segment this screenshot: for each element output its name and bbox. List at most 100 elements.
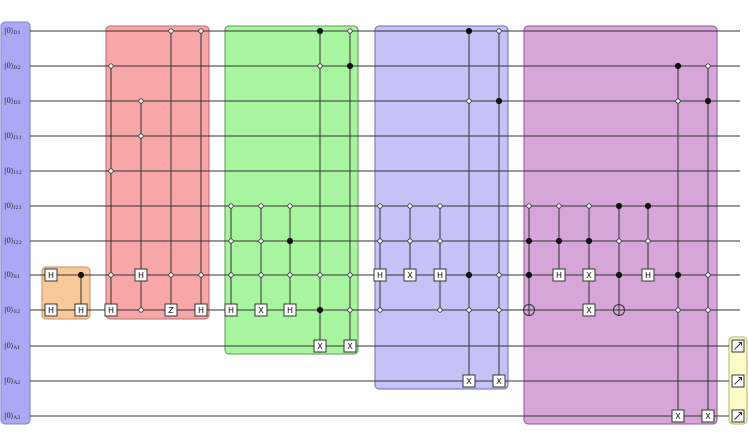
open-control-dot [407,203,413,209]
meter-arrowhead [738,377,742,381]
gate-box [582,268,596,282]
open-control-dot [168,272,174,278]
open-control-dot [138,98,144,104]
control-dot [555,237,563,245]
control-dot [525,271,533,279]
green-oracle-block [224,25,359,355]
open-control-dot [228,238,234,244]
control-dot [465,27,473,35]
qubit-label-i11: |0⟩I11 [4,132,22,141]
open-control-dot [347,307,353,313]
gate-box [343,339,357,353]
control-dot [316,306,324,314]
open-control-dot [347,28,353,34]
open-control-dot [168,28,174,34]
circuit-blocks [0,21,748,425]
gate-label: H [287,306,293,315]
control-dot [346,62,354,70]
qubit-label-a3: |0⟩A3 [4,412,20,421]
open-control-dot [198,28,204,34]
open-control-dot [317,63,323,69]
qubit-label-a2: |0⟩A2 [4,377,20,386]
gate-box [313,339,327,353]
gate-box [403,268,417,282]
gate-label: H [138,271,144,280]
open-control-dot [705,272,711,278]
qubit-label-i22: |0⟩I22 [4,237,22,246]
gate-label: X [317,342,323,351]
gate-label: H [48,271,54,280]
gate-label: H [556,271,562,280]
gate-label: H [228,306,234,315]
open-control-dot [437,203,443,209]
control-dot [316,27,324,35]
gate-label: X [258,306,264,315]
open-control-dot [407,238,413,244]
qubit-label-i12: |0⟩I12 [4,167,22,176]
qubit-label-d2: |0⟩D2 [4,62,21,71]
gate-box [134,268,148,282]
open-control-dot [377,203,383,209]
open-control-dot [108,168,114,174]
open-control-dot [437,307,443,313]
open-control-dot [228,203,234,209]
control-dot [286,237,294,245]
control-dot [495,97,503,105]
gate-box [462,374,476,388]
gate-label: X [407,271,413,280]
open-control-dot [258,203,264,209]
gate-box [194,303,208,317]
gate-box [492,374,506,388]
gate-label: H [645,271,651,280]
gate-label: H [377,271,383,280]
gate-box [552,268,566,282]
open-control-dot [108,63,114,69]
gate-label: Z [168,306,174,315]
open-control-dot [198,272,204,278]
open-control-dot [466,98,472,104]
gate-label: H [108,306,114,315]
open-control-dot [228,272,234,278]
gate-box [74,303,88,317]
gate-box [671,409,685,423]
gate-label: X [466,377,472,386]
open-control-dot [705,63,711,69]
open-control-dot [347,272,353,278]
open-control-dot [496,307,502,313]
open-control-dot [138,307,144,313]
qubit-label-a1: |0⟩A1 [4,342,20,351]
gate-box [283,303,297,317]
control-dot [465,271,473,279]
open-control-dot [496,28,502,34]
control-dot [585,237,593,245]
open-control-dot [138,133,144,139]
gate-box [104,303,118,317]
meter-arrowhead [738,412,742,416]
meter-needle [734,342,742,350]
open-control-dot [616,238,622,244]
open-control-dot [466,307,472,313]
purple-oracle-block [523,25,718,425]
meter-arrowhead [738,342,742,346]
gate-box [44,268,58,282]
open-control-dot [108,272,114,278]
gate-label: X [586,306,592,315]
open-control-dot [496,272,502,278]
qubit-label-s1: |0⟩S1 [4,271,20,280]
control-dot [525,237,533,245]
control-dot [704,97,712,105]
gate-label: H [437,271,443,280]
gate-box [254,303,268,317]
qubit-label-d3: |0⟩D3 [4,97,21,106]
gate-box [373,268,387,282]
qubit-label-s2: |0⟩S2 [4,306,20,315]
control-dot [674,271,682,279]
gate-box [164,303,178,317]
gate-label: H [48,306,54,315]
meter-needle [734,377,742,385]
open-control-dot [377,307,383,313]
control-dot [77,271,85,279]
gate-label: H [198,306,204,315]
